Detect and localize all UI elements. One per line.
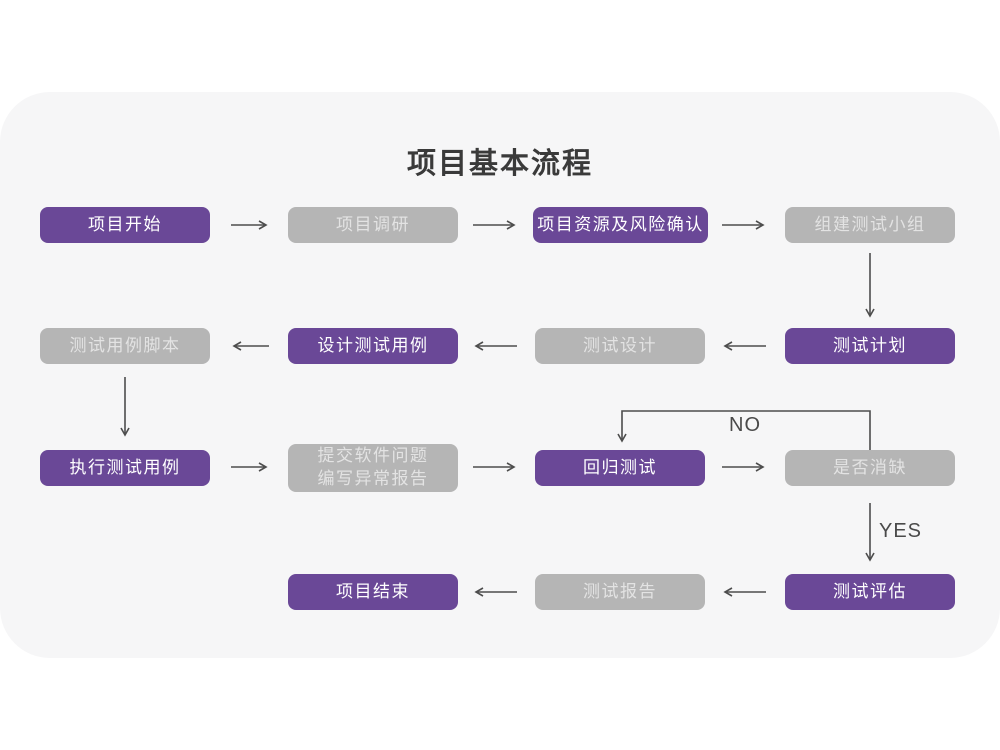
branch-label-no: NO [729,414,761,436]
node-execute-test-cases: 执行测试用例 [40,450,210,486]
page-title: 项目基本流程 [406,148,593,180]
branch-label-yes: YES [879,520,923,542]
node-project-start: 项目开始 [40,207,210,243]
background-panel [0,92,1000,658]
node-test-design: 测试设计 [535,328,705,364]
node-defect-resolved: 是否消缺 [785,450,955,486]
node-design-test-cases: 设计测试用例 [288,328,458,364]
node-submit-issue-report: 提交软件问题 编写异常报告 [288,444,458,492]
node-project-end: 项目结束 [288,574,458,610]
node-project-research: 项目调研 [288,207,458,243]
node-build-test-team: 组建测试小组 [785,207,955,243]
node-test-plan: 测试计划 [785,328,955,364]
node-test-case-scripts: 测试用例脚本 [40,328,210,364]
node-regression-test: 回归测试 [535,450,705,486]
node-test-report: 测试报告 [535,574,705,610]
node-resources-risk: 项目资源及风险确认 [533,207,708,243]
node-test-evaluation: 测试评估 [785,574,955,610]
